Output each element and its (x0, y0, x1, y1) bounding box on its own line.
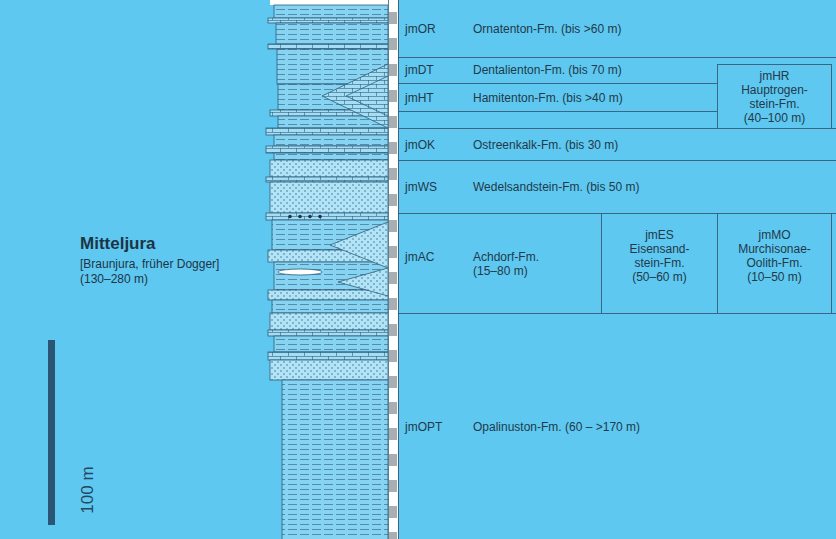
formation-code: jmOR (398, 22, 473, 36)
limestone-layer (268, 44, 388, 49)
tick (389, 142, 397, 154)
table-edge (398, 0, 399, 539)
formation-band: jmWSWedelsandstein-Fm. (bis 50 m) (398, 161, 836, 214)
unit-subtitle: [Braunjura, früher Dogger] (80, 257, 219, 272)
tick-strip (388, 0, 398, 539)
clay-layer (274, 5, 388, 18)
formation-code: jmWS (398, 180, 473, 194)
formation-band: jmDTDentalienton-Fm. (bis 70 m) (398, 57, 717, 84)
tick (389, 194, 397, 206)
formation-band: jmOKOstreenkalk-Fm. (bis 30 m) (398, 128, 836, 161)
tick (389, 532, 397, 539)
sand-wedge (330, 222, 388, 268)
formation-code: jmES (618, 228, 702, 242)
clay-layer (274, 135, 388, 146)
clay-layer (274, 336, 388, 352)
formation-name: Opalinuston-Fm. (60 – >170 m) (473, 420, 640, 434)
scale-bar (48, 340, 55, 525)
limestone-layer (266, 128, 388, 135)
formation-name: Eisensand- stein-Fm. (618, 242, 702, 270)
oolite-wedge (322, 64, 388, 128)
clay-layer (282, 380, 388, 539)
oolite-wedge-line (346, 76, 388, 116)
sandstone-layer (268, 290, 388, 300)
sandstone-layer (270, 160, 388, 177)
formation-code: jmOK (398, 138, 473, 152)
unit-title: Mitteljura (80, 234, 156, 254)
unit-thickness: (130–280 m) (80, 272, 148, 287)
limestone-layer (268, 18, 388, 23)
rock-layers (266, 5, 388, 539)
formation-band: jmOROrnatenton-Fm. (bis >60 m) (398, 0, 836, 58)
tick (389, 272, 397, 284)
tick (389, 402, 397, 414)
scale-label: 100 m (78, 466, 98, 513)
tick (389, 220, 397, 232)
dot (298, 215, 302, 219)
formation-name: Hauptrogen- stein-Fm. (733, 83, 817, 111)
dot (318, 215, 322, 219)
tick (389, 506, 397, 518)
clay-layer (272, 300, 388, 313)
tick (389, 246, 397, 258)
tick (389, 480, 397, 492)
clay-layer (276, 23, 388, 44)
formation-code: jmOPT (398, 420, 473, 434)
tick-marks (389, 12, 397, 539)
formation-code: jmHT (398, 91, 473, 105)
sandstone-layer (270, 360, 388, 380)
formation-band: jmOPTOpalinuston-Fm. (60 – >170 m) (398, 314, 836, 539)
tick (389, 12, 397, 24)
dot (308, 215, 312, 219)
formation-name: Ostreenkalk-Fm. (bis 30 m) (473, 138, 618, 152)
formation-name: Dentalienton-Fm. (bis 70 m) (473, 63, 622, 77)
formation-box: jmHRHauptrogen- stein-Fm.(40–100 m) (717, 64, 832, 129)
column-edge (388, 0, 389, 539)
limestone-layer (268, 352, 388, 360)
clay-layer (274, 153, 388, 160)
formation-name: Hamitenton-Fm. (bis >40 m) (473, 91, 623, 105)
formation-code: jmMO (733, 228, 817, 242)
formation-name: Ornatenton-Fm. (bis >60 m) (473, 22, 621, 36)
limestone-layer (266, 146, 388, 153)
limestone-layer (266, 213, 388, 220)
tick (389, 454, 397, 466)
tick (389, 298, 397, 310)
column-top (270, 0, 388, 5)
thickness: (50–60 m) (618, 270, 702, 284)
tick (389, 376, 397, 388)
tick (389, 38, 397, 50)
tick (389, 64, 397, 76)
dot (288, 215, 292, 219)
formation-name: Achdorf-Fm. (15–80 m) (473, 250, 559, 278)
thickness: (40–100 m) (733, 111, 817, 125)
formation-band: jmHTHamitenton-Fm. (bis >40 m) (398, 84, 717, 112)
formation-band: jmACAchdorf-Fm. (15–80 m) jmESEisensand- … (398, 214, 836, 314)
tick (389, 350, 397, 362)
sandstone-layer (270, 313, 388, 330)
limestone-layer (266, 177, 388, 182)
formation-box: jmMOMurchisonae- Oolith-Fm.(10–50 m) (717, 214, 832, 313)
tick (389, 90, 397, 102)
formation-code: jmHR (733, 69, 817, 83)
thickness: (10–50 m) (733, 270, 817, 284)
tick (389, 428, 397, 440)
limestone-layer (268, 330, 388, 336)
sand-wedge (338, 268, 388, 296)
formation-code: jmAC (398, 250, 473, 264)
formation-name: Wedelsandstein-Fm. (bis 50 m) (473, 180, 640, 194)
tick (389, 116, 397, 128)
sandstone-layer (270, 182, 388, 213)
formation-box: jmESEisensand- stein-Fm.(50–60 m) (601, 214, 717, 313)
ooid-dots (288, 215, 322, 219)
tick (389, 168, 397, 180)
formation-code: jmDT (398, 63, 473, 77)
lens (278, 269, 322, 275)
formation-name: Murchisonae- Oolith-Fm. (733, 242, 817, 270)
tick (389, 324, 397, 336)
